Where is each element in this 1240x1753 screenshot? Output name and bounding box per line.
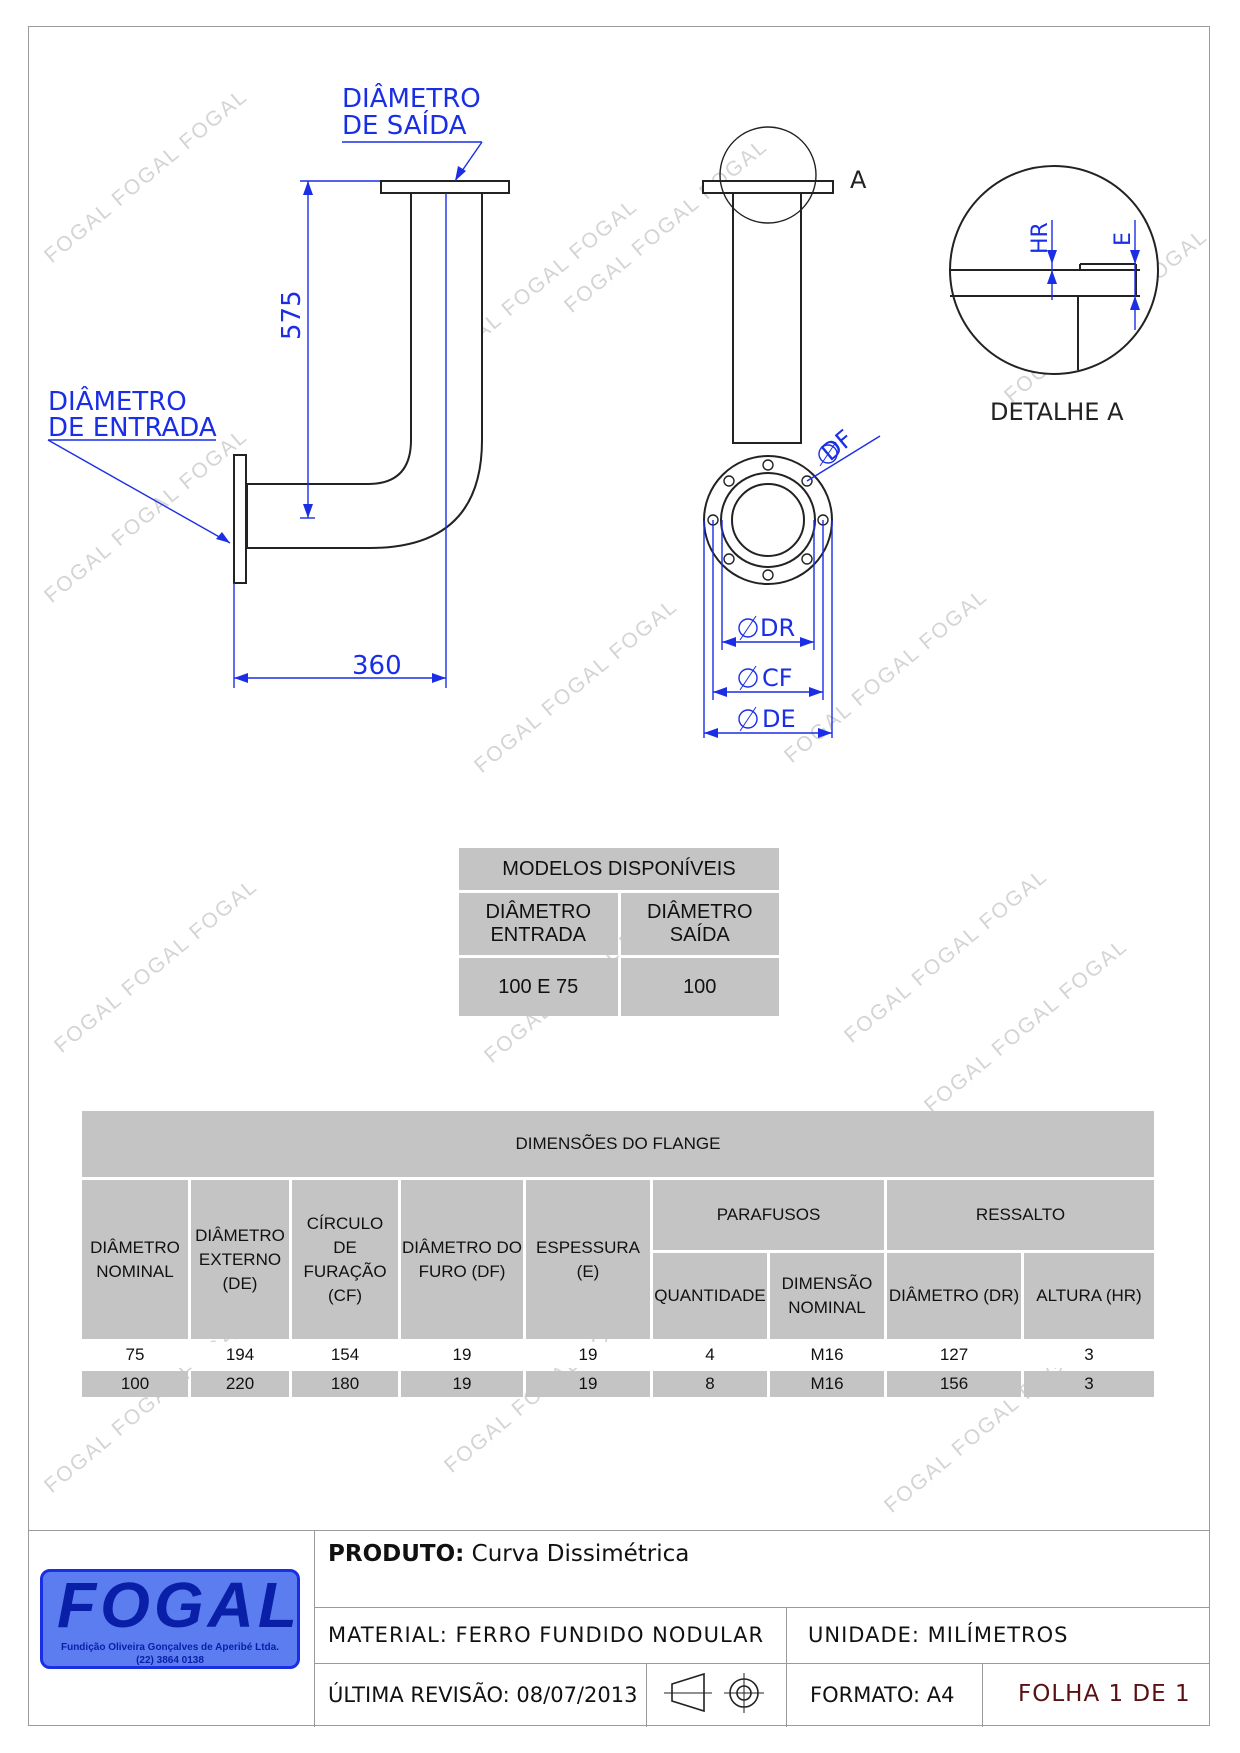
divider <box>646 1663 647 1727</box>
hr-label: HR <box>1028 222 1053 254</box>
models-title: MODELOS DISPONÍVEIS <box>459 848 779 890</box>
models-value-entrada: 100 E 75 <box>459 958 618 1016</box>
header-hole: DIÂMETRO DO FURO (DF) <box>401 1180 523 1339</box>
detail-a-view <box>949 165 1159 375</box>
divider <box>314 1531 315 1727</box>
cell: 8 <box>653 1371 767 1397</box>
inlet-flange <box>233 454 247 584</box>
front-dimensions <box>703 435 881 738</box>
cell: 127 <box>887 1342 1021 1368</box>
header-external: DIÂMETRO EXTERNO (DE) <box>191 1180 289 1339</box>
revision-field: ÚLTIMA REVISÃO: 08/07/2013 <box>328 1683 638 1707</box>
header-raised: RESSALTO <box>887 1180 1154 1250</box>
header-raised-height: ALTURA (HR) <box>1024 1253 1154 1339</box>
cell: 19 <box>526 1371 650 1397</box>
elbow-body <box>246 192 483 549</box>
detail-title: DETALHE A <box>990 398 1124 426</box>
logo-phone: (22) 3864 0138 <box>136 1655 204 1666</box>
header-thickness: ESPESSURA (E) <box>526 1180 650 1339</box>
cell: 3 <box>1024 1371 1154 1397</box>
de-label: DE <box>762 705 796 733</box>
front-view <box>702 126 834 585</box>
projection-symbol-icon <box>664 1672 764 1713</box>
header-dim-nominal: DIMENSÃO NOMINAL <box>770 1253 884 1339</box>
fogal-logo: FOGAL Fundição Oliveira Gonçalves de Ape… <box>40 1569 300 1669</box>
title-block: FOGAL Fundição Oliveira Gonçalves de Ape… <box>28 1530 1210 1727</box>
product-label: PRODUTO: <box>328 1541 465 1567</box>
material-field: MATERIAL: FERRO FUNDIDO NODULAR <box>328 1623 765 1647</box>
cell: 4 <box>653 1342 767 1368</box>
models-col-entrada: DIÂMETRO ENTRADA <box>459 893 618 955</box>
cell: 194 <box>191 1342 289 1368</box>
outlet-flange <box>380 180 510 194</box>
inlet-label-line2: DE ENTRADA <box>48 413 217 443</box>
elbow-side-view <box>233 180 510 584</box>
e-label: E <box>1111 232 1136 246</box>
cell: 156 <box>887 1371 1021 1397</box>
cell: 75 <box>82 1342 188 1368</box>
cell: 220 <box>191 1371 289 1397</box>
drawing-sheet-border <box>28 26 1210 1726</box>
cell: 19 <box>401 1371 523 1397</box>
divider <box>786 1607 787 1727</box>
cell: 19 <box>526 1342 650 1368</box>
side-dimensions <box>47 141 483 688</box>
cell: M16 <box>770 1342 884 1368</box>
header-qty: QUANTIDADE <box>653 1253 767 1339</box>
dim-360-label: 360 <box>352 651 402 681</box>
dr-label: DR <box>760 614 795 642</box>
header-bolts: PARAFUSOS <box>653 1180 884 1250</box>
outlet-label-line2: DE SAÍDA <box>342 109 467 141</box>
sheet-field: FOLHA 1 DE 1 <box>1018 1681 1191 1707</box>
cell: 180 <box>292 1371 398 1397</box>
product-field: PRODUTO: Curva Dissimétrica <box>328 1541 689 1567</box>
cf-label: CF <box>762 664 793 692</box>
unit-field: UNIDADE: MILÍMETROS <box>808 1623 1069 1647</box>
detail-a-circle-marker <box>719 126 817 224</box>
divider <box>314 1607 1210 1608</box>
divider <box>982 1663 983 1727</box>
header-circle: CÍRCULO DE FURAÇÃO (CF) <box>292 1180 398 1339</box>
product-value: Curva Dissimétrica <box>471 1541 690 1567</box>
header-raised-dia: DIÂMETRO (DR) <box>887 1253 1021 1339</box>
header-nominal: DIÂMETRO NOMINAL <box>82 1180 188 1339</box>
logo-name: FOGAL <box>57 1569 301 1641</box>
cell: 154 <box>292 1342 398 1368</box>
flange-title: DIMENSÕES DO FLANGE <box>82 1111 1154 1177</box>
cell: 19 <box>401 1342 523 1368</box>
cell: 3 <box>1024 1342 1154 1368</box>
format-field: FORMATO: A4 <box>810 1683 955 1707</box>
models-value-saida: 100 <box>620 958 779 1016</box>
divider <box>314 1663 1210 1664</box>
diameter-symbols <box>738 441 838 732</box>
flange-dimensions-table: DIMENSÕES DO FLANGE DIÂMETRO NOMINAL DIÂ… <box>79 1108 1157 1400</box>
logo-company: Fundição Oliveira Gonçalves de Aperibé L… <box>60 1642 280 1653</box>
models-col-saida: DIÂMETRO SAÍDA <box>620 893 779 955</box>
dim-575-label: 575 <box>277 290 307 340</box>
cell: M16 <box>770 1371 884 1397</box>
detail-dimensions <box>1047 220 1140 330</box>
outlet-label-line1: DIÂMETRO <box>342 82 481 114</box>
detail-ref-label: A <box>850 166 867 194</box>
cell: 100 <box>82 1371 188 1397</box>
inlet-label-line1: DIÂMETRO <box>48 385 187 417</box>
